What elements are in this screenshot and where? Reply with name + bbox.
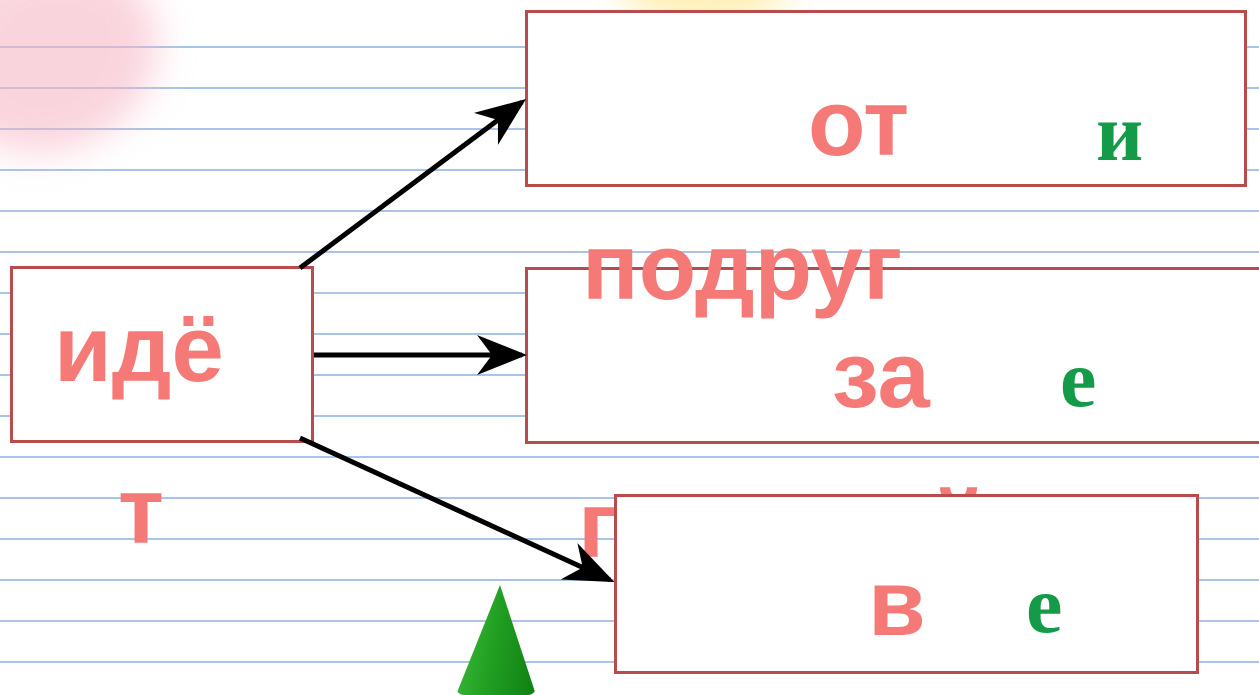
arrow-to-box-1 (298, 99, 527, 271)
source-box (10, 266, 314, 443)
preposition-1: от (808, 70, 910, 175)
arrows-layer (298, 99, 615, 583)
preposition-2: за (832, 322, 930, 427)
source-word-line1: идё (54, 296, 224, 401)
target-box-2 (525, 267, 1259, 444)
arrow-to-box-3 (298, 435, 615, 583)
word-fragment-1: подруг (582, 214, 903, 319)
missing-letter-3: е (1026, 559, 1063, 650)
missing-letter-1: и (1096, 87, 1144, 178)
target-box-1 (525, 10, 1247, 187)
target-box-3 (614, 494, 1199, 674)
preposition-3: в (868, 550, 926, 655)
missing-letter-2: е (1060, 333, 1097, 424)
source-word-line2: т (118, 458, 165, 563)
